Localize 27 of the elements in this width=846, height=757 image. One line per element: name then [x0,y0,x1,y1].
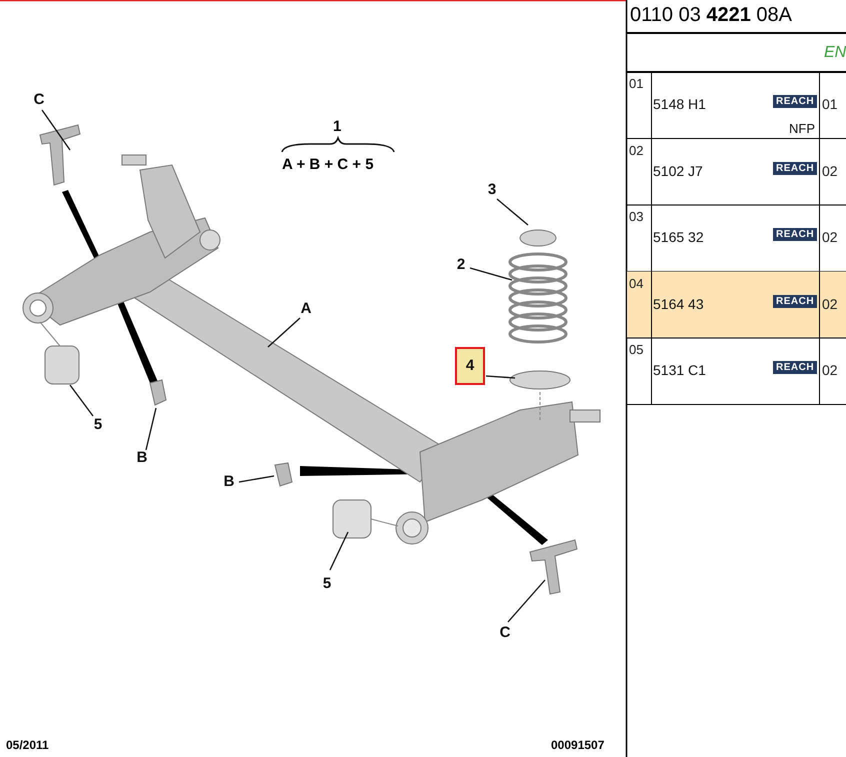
drawing-number: 00091507 [551,738,604,752]
quantity: 02 [822,296,838,312]
reference-number: 0110 03 4221 08A [630,4,792,27]
reach-badge: REACH [773,361,818,374]
part-number: 5164 43 [653,296,704,312]
row-number: 03 [629,209,644,224]
reach-badge: REACH [773,95,818,108]
quantity: 02 [822,362,838,378]
part-number: 5131 C1 [653,362,706,378]
quantity: 02 [822,162,838,178]
row-number: 04 [629,276,644,290]
note-text: NFP [789,121,815,136]
part-number: 5165 32 [653,229,704,245]
row-number: 02 [629,142,644,158]
column-heading: EN [824,44,846,62]
reach-badge: REACH [773,294,818,308]
quantity: 02 [822,229,838,245]
assembly-formula: A + B + C + 5 [282,156,374,173]
quantity: 01 [822,96,838,112]
date-text: 05/2011 [6,738,49,752]
reach-badge: REACH [773,162,818,174]
part-number: 5148 H1 [653,96,706,112]
part-number: 5102 J7 [653,162,703,178]
assembly-number: 1 [333,118,342,135]
row-number: 05 [629,342,644,357]
reach-badge: REACH [773,228,818,241]
row-number: 01 [629,76,644,91]
